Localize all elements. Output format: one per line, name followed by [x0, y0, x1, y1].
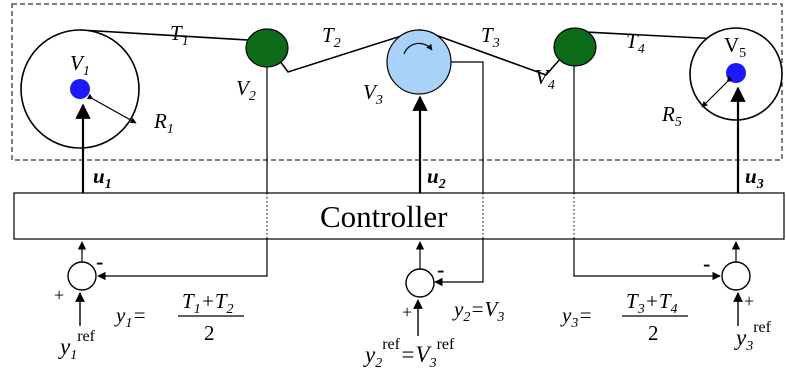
sum-junction-2	[405, 268, 435, 298]
label-v4: V4	[535, 65, 555, 93]
y2-ref-label: y2ref=V3ref	[363, 336, 455, 371]
driven-roller-v3	[386, 29, 452, 95]
y1-ref-label: y1ref	[58, 328, 96, 363]
label-v2: V2	[236, 76, 256, 104]
rotation-icon	[403, 42, 433, 55]
y1-feedback-line	[97, 239, 268, 281]
y3-numerator: T3+T4	[626, 289, 678, 317]
y1-numerator: T1+T2	[182, 289, 234, 317]
idle-roller-v4	[553, 27, 597, 67]
y1-denominator: 2	[204, 321, 215, 345]
label-u3: u3	[745, 164, 764, 192]
label-v3: V3	[363, 80, 383, 108]
controller-box	[13, 192, 785, 240]
radius-r5-arrow	[701, 76, 733, 108]
rewind-core	[726, 63, 746, 83]
y1-equation-lhs: y1=	[114, 303, 147, 331]
label-v1: V1	[70, 51, 90, 79]
y2-equation: y2=V3	[452, 297, 504, 325]
unwind-core	[70, 79, 90, 99]
sign-minus-2: -	[437, 257, 444, 282]
sign-plus-1: +	[54, 285, 64, 305]
y3-equation-lhs: y3=	[560, 303, 593, 331]
sign-plus-3: +	[744, 291, 754, 311]
sum-junction-3	[721, 261, 751, 291]
speed-v3-sense-line	[451, 61, 484, 193]
label-u2: u2	[427, 164, 446, 192]
label-t3: T3	[481, 23, 500, 51]
sign-plus-2: +	[402, 302, 412, 322]
label-t1: T1	[170, 21, 189, 49]
controller-label: Controller	[320, 199, 448, 234]
y2-feedback-line	[434, 239, 484, 287]
y3-ref-label: y3ref	[734, 319, 772, 354]
radius-r1-arrow	[86, 93, 137, 124]
label-u1: u1	[93, 164, 112, 192]
label-r5: R5	[661, 102, 682, 130]
idle-roller-v2	[245, 28, 289, 68]
label-r1: R1	[153, 109, 174, 137]
label-v5: V5	[724, 33, 746, 61]
sum-junction-1	[67, 261, 97, 291]
label-t2: T2	[322, 23, 341, 51]
sign-minus-1: -	[96, 249, 103, 274]
y3-denominator: 2	[648, 321, 659, 345]
label-t4: T4	[626, 29, 645, 57]
sign-minus-3: -	[703, 251, 710, 276]
y3-feedback-line	[573, 239, 721, 281]
